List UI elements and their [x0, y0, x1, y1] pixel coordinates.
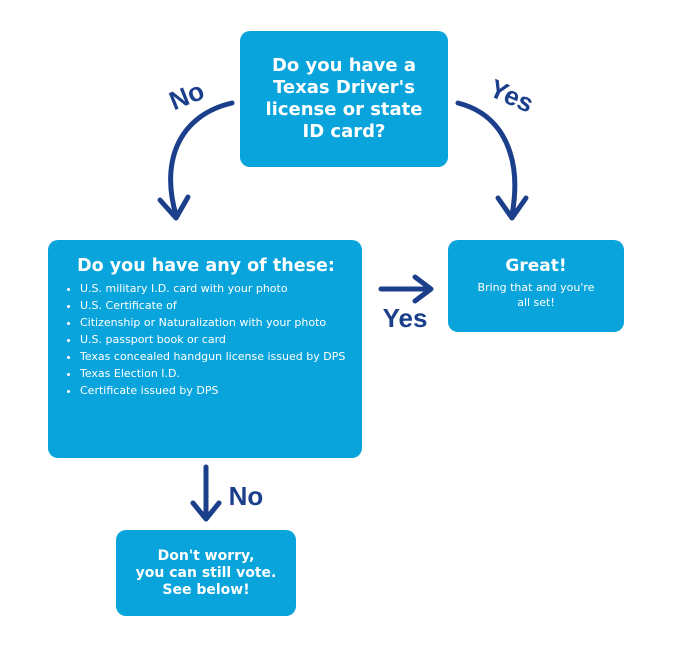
- arrow-label-yes-1: Yes: [485, 73, 538, 119]
- result-no-text: Don't worry, you can still vote. See bel…: [135, 547, 277, 598]
- arrow-label-yes-2: Yes: [383, 303, 428, 333]
- list-item: Texas concealed handgun license issued b…: [80, 348, 346, 365]
- question-alternate-id-box: Do you have any of these: U.S. military …: [48, 240, 362, 458]
- list-item: Citizenship or Naturalization with your …: [80, 314, 346, 331]
- list-item: U.S. military I.D. card with your photo: [80, 280, 346, 297]
- arrow-yes-1: [455, 100, 518, 218]
- list-item: Certificate issued by DPS: [80, 382, 346, 399]
- arrow-label-no-1: No: [165, 75, 208, 116]
- list-item: Texas Election I.D.: [80, 365, 346, 382]
- result-yes-box: Great! Bring that and you're all set!: [448, 240, 624, 332]
- result-no-box: Don't worry, you can still vote. See bel…: [116, 530, 296, 616]
- question-drivers-license-text: Do you have a Texas Driver's license or …: [265, 55, 423, 142]
- result-yes-heading: Great!: [505, 256, 567, 276]
- list-item: U.S. passport book or card: [80, 331, 346, 348]
- arrow-label-no-2: No: [229, 481, 264, 511]
- alternate-id-list: U.S. military I.D. card with your photo …: [66, 280, 346, 399]
- question-alternate-id-heading: Do you have any of these:: [77, 256, 335, 276]
- arrow-no-2-head: [190, 500, 222, 522]
- arrow-no-1-head: [157, 194, 191, 221]
- question-drivers-license-box: Do you have a Texas Driver's license or …: [240, 31, 448, 167]
- arrow-yes-2-head: [412, 274, 434, 304]
- list-item: U.S. Certificate of: [80, 297, 346, 314]
- arrow-no-1: [168, 100, 235, 218]
- arrow-yes-1-head: [495, 195, 529, 221]
- result-yes-text: Bring that and you're all set!: [477, 281, 595, 309]
